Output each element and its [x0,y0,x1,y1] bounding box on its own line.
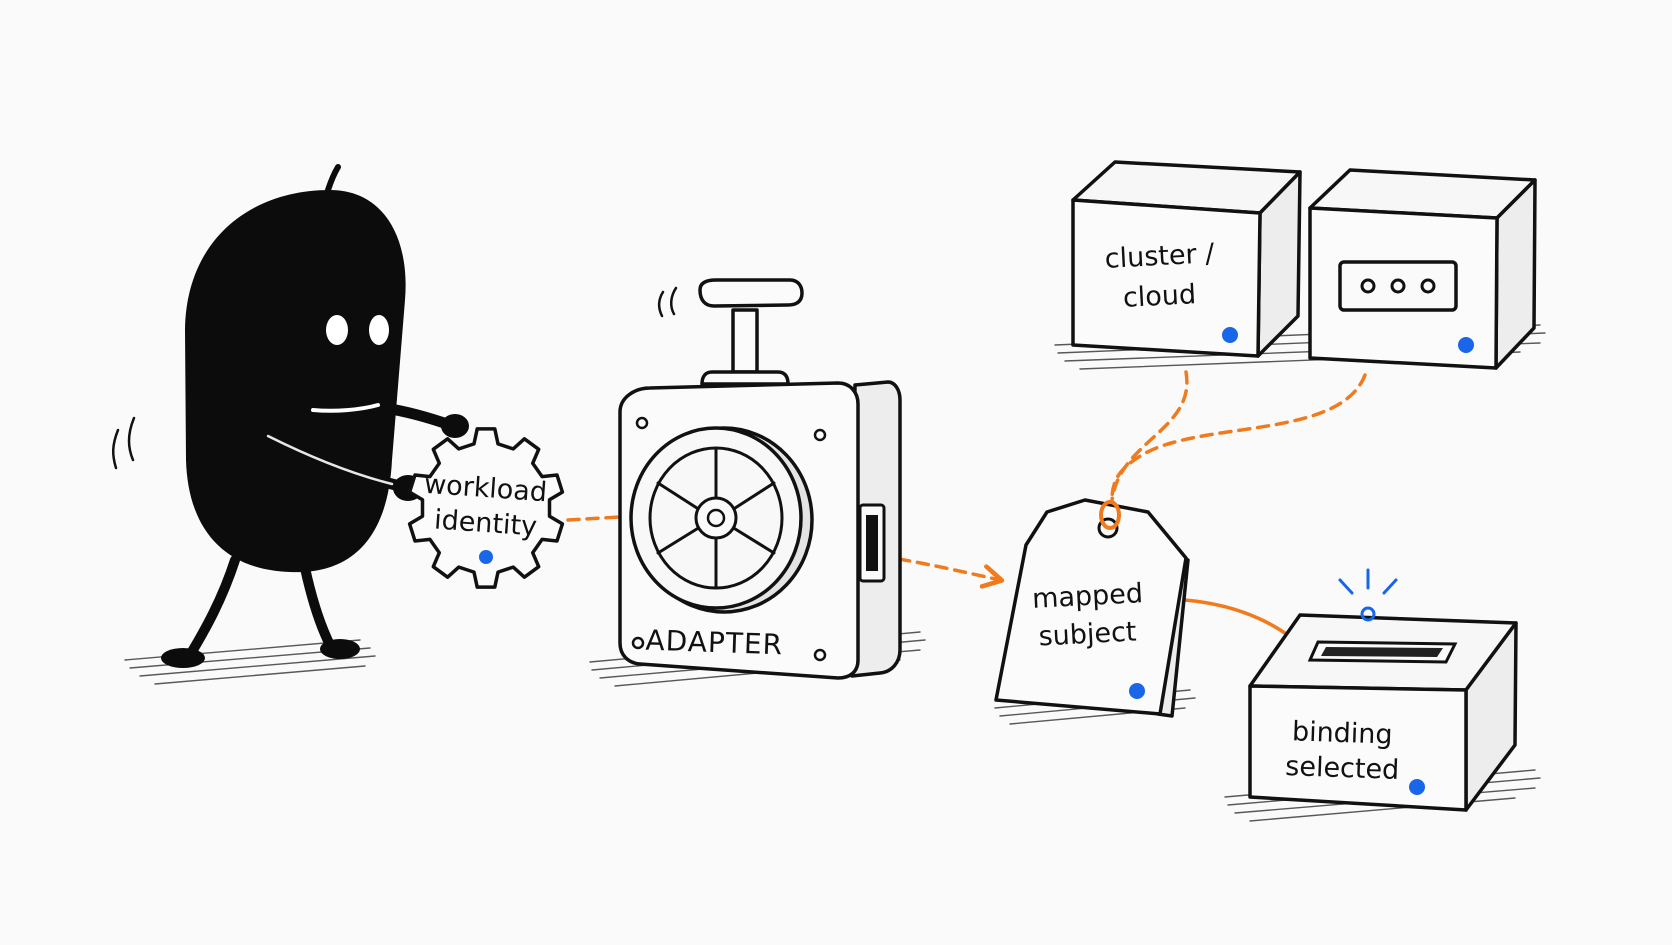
adapter-wheel-hub-center [706,508,726,528]
character-eye-right [369,315,389,345]
handle-motion-2 [670,286,678,316]
character-hand-upper [441,414,469,438]
binding-label-line2: selected [1285,751,1400,786]
handle-motion-1 [657,290,665,318]
status-dot-icon [479,550,493,564]
adapter-screw-tr [813,428,827,442]
binding-box[interactable]: binding selected [1248,568,1518,812]
server-led-3 [1420,278,1436,294]
adapter-label: ADAPTER [645,624,784,662]
binding-slot-card [1321,647,1443,657]
status-dot-icon [1129,683,1145,699]
gear-label-line2: identity [433,504,538,542]
character-foot-right [320,639,360,659]
motion-line-2 [127,416,136,462]
character-arm-lower-highlight [266,434,394,486]
adapter-side-port-inner [866,515,878,571]
character-eye-left [326,315,348,345]
tag-label-line2: subject [1038,616,1137,652]
cluster-label-line2: cloud [1122,279,1197,314]
gear-icon [407,427,565,589]
cube-front [1071,198,1262,358]
adapter-handle-base [700,370,790,386]
adapter-screw-br [813,648,827,662]
tag-icon [994,498,1188,716]
tag-label-line1: mapped [1031,578,1143,615]
adapter-screw-bl [631,636,645,650]
adapter-handle-stem [731,308,759,374]
cluster-label-line1: cluster / [1104,238,1216,275]
character-mouth [311,403,380,413]
status-dot-icon [1222,327,1238,343]
adapter-wheel-hub [694,496,738,540]
adapter-screw-tl [635,416,649,430]
server-panel [1338,260,1458,312]
connector-cluster-to-tag [1110,370,1189,502]
cluster-cloud-cube[interactable]: cluster / cloud [1071,160,1302,358]
binding-label-line1: binding [1291,716,1393,750]
server-cube[interactable] [1308,168,1537,370]
mapped-subject-tag[interactable]: mapped subject [994,498,1190,718]
adapter-wheel-spokes [656,447,776,589]
adapter-machine[interactable]: ADAPTER [618,278,902,680]
character-antenna [325,164,341,193]
binding-indicator [1360,606,1376,622]
binding-front [1248,684,1468,812]
character-figure [112,164,469,668]
character-body [185,190,406,573]
binding-spark [1338,568,1398,595]
character-foot-left [161,648,205,668]
adapter-handle-bar [698,278,804,308]
tag-ring [1099,500,1121,530]
server-led-1 [1360,278,1376,294]
character-leg-right [300,563,335,650]
status-dot-icon [1458,337,1474,353]
connector-adapter-to-tag [878,554,1000,580]
connector-server-to-tag [1110,373,1367,502]
server-led-2 [1390,278,1406,294]
character-leg-left [185,555,240,660]
gear-node[interactable]: workload identity [407,427,565,589]
status-dot-icon [1409,779,1425,795]
connector-gear-to-adapter [566,515,622,522]
motion-line-1 [112,428,120,470]
